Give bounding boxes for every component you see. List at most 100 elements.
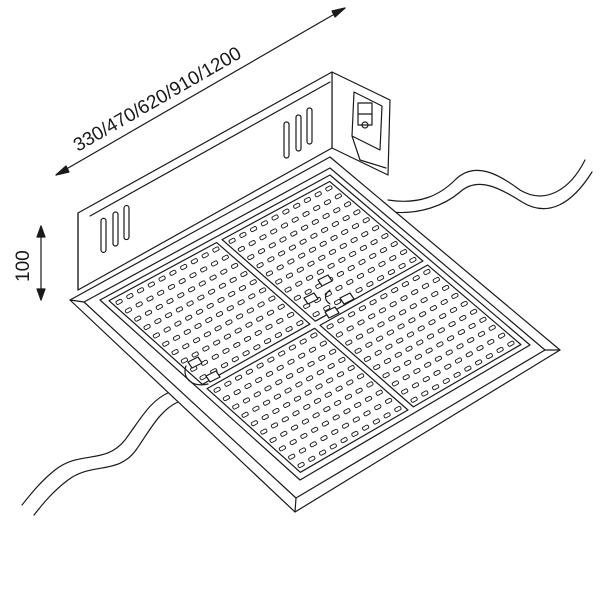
led-slot xyxy=(193,337,201,344)
led-slot xyxy=(425,347,433,354)
led-slot xyxy=(365,341,373,348)
led-slot xyxy=(306,274,314,281)
housing-vent-slots xyxy=(100,107,313,253)
led-slot xyxy=(288,453,296,460)
led-slot xyxy=(388,315,396,322)
led-slot xyxy=(389,255,397,262)
led-slot xyxy=(312,311,320,318)
led-slot xyxy=(298,447,307,454)
cable-right-upper xyxy=(387,159,586,202)
led-slot xyxy=(278,445,286,452)
led-slot xyxy=(277,303,285,310)
led-slot xyxy=(368,313,376,320)
cable-right-lower xyxy=(389,171,593,214)
led-slot xyxy=(287,258,295,265)
led-slot xyxy=(341,422,350,429)
led-slot xyxy=(276,264,284,271)
led-slot xyxy=(201,252,209,259)
led-slot xyxy=(453,371,461,378)
led-slot xyxy=(237,245,245,252)
led-slot xyxy=(175,306,183,313)
led-slot xyxy=(451,292,459,299)
led-slot xyxy=(387,269,395,276)
led-slot xyxy=(362,217,370,224)
led-slot xyxy=(340,437,348,444)
led-slot xyxy=(244,383,252,389)
led-slot xyxy=(364,395,373,402)
led-slot xyxy=(460,300,468,307)
vent-slot xyxy=(100,217,107,253)
connector-clip xyxy=(324,306,340,319)
led-slot xyxy=(315,383,323,390)
led-slot xyxy=(134,315,142,322)
led-slot xyxy=(225,319,233,326)
mounting-clip xyxy=(351,91,387,169)
led-slot xyxy=(233,389,241,396)
led-slot xyxy=(331,221,339,227)
led-slot xyxy=(408,317,416,324)
led-slot xyxy=(240,271,248,278)
led-slot xyxy=(250,226,258,233)
led-slot xyxy=(391,380,399,387)
led-slot xyxy=(323,305,331,312)
led-slot xyxy=(267,256,275,263)
led-slot xyxy=(257,248,266,255)
led-slot xyxy=(222,395,230,402)
led-slot xyxy=(449,307,458,313)
led-slot xyxy=(214,325,222,332)
led-slot xyxy=(274,332,282,339)
led-slot xyxy=(212,246,220,253)
led-slot xyxy=(457,329,465,336)
led-slot xyxy=(269,436,277,443)
led-slot xyxy=(447,335,455,342)
led-slot xyxy=(259,234,267,241)
led-slot xyxy=(391,287,399,294)
led-slot xyxy=(135,301,143,308)
led-slot xyxy=(189,272,197,279)
led-slot xyxy=(206,302,214,309)
led-slot xyxy=(245,368,253,375)
led-slot xyxy=(287,311,295,318)
led-slot xyxy=(413,368,421,374)
led-slot xyxy=(276,364,284,371)
led-slot xyxy=(321,420,329,427)
led-slot xyxy=(265,270,273,277)
led-slot xyxy=(507,340,515,347)
led-slot xyxy=(406,331,415,338)
led-slot xyxy=(234,327,242,334)
led-slot xyxy=(284,286,292,293)
led-slot xyxy=(183,328,191,335)
led-slot xyxy=(265,323,273,330)
led-slot xyxy=(278,250,286,257)
led-slot xyxy=(338,256,346,263)
led-slot xyxy=(289,439,297,446)
led-slot xyxy=(218,282,226,289)
led-slot xyxy=(308,246,317,253)
frame-corner-left xyxy=(69,299,85,303)
led-slot xyxy=(266,309,275,316)
led-slot xyxy=(313,397,322,404)
led-slot xyxy=(433,369,441,376)
led-slot xyxy=(264,385,272,392)
led-slot xyxy=(442,284,450,291)
led-slot xyxy=(421,390,429,397)
led-slot xyxy=(351,223,360,230)
led-slot xyxy=(376,335,384,342)
led-slot xyxy=(372,418,380,425)
led-slot xyxy=(355,387,363,394)
led-slot xyxy=(390,241,398,248)
led-slot xyxy=(222,347,230,354)
clip-spring xyxy=(351,135,387,169)
led-slot xyxy=(285,326,293,333)
led-slot xyxy=(203,331,211,338)
led-slot xyxy=(404,359,412,366)
led-slot xyxy=(155,303,163,310)
led-slot xyxy=(295,280,303,287)
led-slot xyxy=(213,339,221,346)
led-slot xyxy=(239,231,247,238)
led-slot xyxy=(293,202,301,209)
led-slot xyxy=(263,399,271,406)
led-slot xyxy=(397,323,405,330)
